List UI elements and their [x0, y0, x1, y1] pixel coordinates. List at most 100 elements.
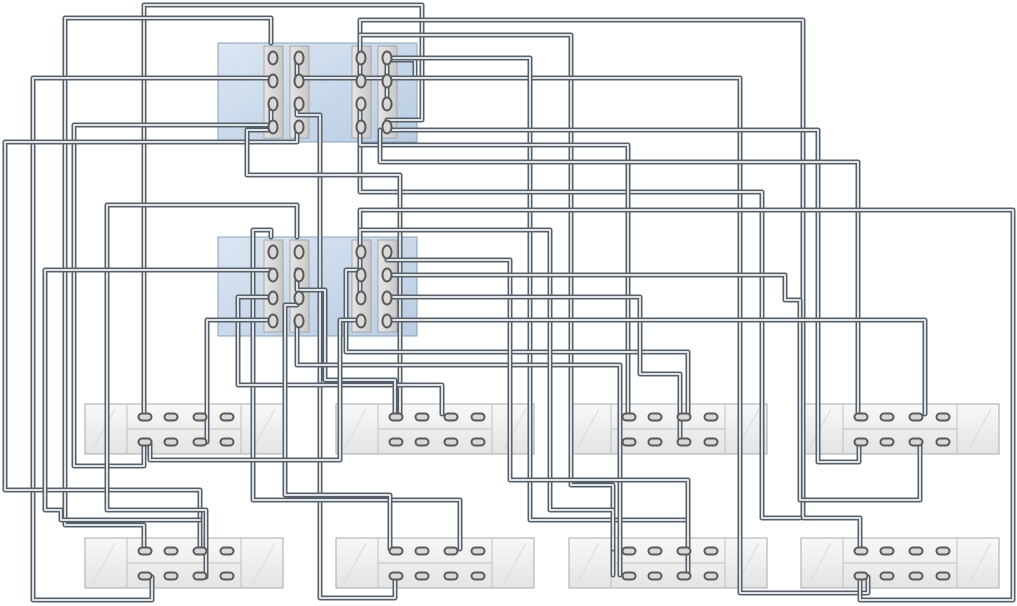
port-2 [267, 73, 279, 89]
port-3 [267, 96, 279, 112]
cable-20 [235, 294, 445, 417]
disk-shelf-1 [84, 403, 284, 455]
cable-11 [357, 99, 803, 521]
port-11 [355, 96, 367, 112]
cable-14 [357, 127, 631, 417]
port-70 [163, 571, 179, 581]
port-38 [163, 437, 179, 447]
port-45 [388, 437, 404, 447]
port-96 [935, 571, 951, 581]
port-65 [137, 546, 153, 556]
port-5 [293, 50, 305, 66]
port-28 [355, 313, 367, 329]
port-7 [293, 96, 305, 112]
port-32 [381, 313, 393, 329]
cable-29 [384, 272, 923, 503]
port-87 [676, 571, 692, 581]
cable-16 [244, 127, 403, 417]
port-19 [267, 290, 279, 306]
port-55 [676, 437, 692, 447]
port-9 [355, 50, 367, 66]
cable-12 [294, 97, 398, 601]
port-53 [621, 437, 637, 447]
port-35 [192, 412, 208, 422]
port-20 [267, 313, 279, 329]
cable-21 [204, 317, 274, 445]
port-57 [853, 412, 869, 422]
port-56 [703, 437, 719, 447]
port-74 [414, 546, 430, 556]
cable-22 [294, 267, 398, 417]
cable-32 [147, 317, 363, 463]
port-85 [621, 571, 637, 581]
port-51 [676, 412, 692, 422]
cable-19 [42, 267, 274, 523]
port-59 [908, 412, 924, 422]
cable-24 [294, 317, 623, 578]
port-75 [443, 546, 459, 556]
port-66 [163, 546, 179, 556]
port-34 [163, 412, 179, 422]
port-91 [908, 546, 924, 556]
port-60 [935, 412, 951, 422]
port-41 [388, 412, 404, 422]
disk-shelf-6 [335, 537, 535, 589]
port-86 [647, 571, 663, 581]
port-88 [703, 571, 719, 581]
port-69 [137, 571, 153, 581]
port-46 [414, 437, 430, 447]
cable-13 [2, 127, 300, 552]
port-93 [853, 571, 869, 581]
port-13 [381, 50, 393, 66]
cable-17 [104, 202, 300, 580]
port-31 [381, 290, 393, 306]
hba-2a [263, 239, 284, 333]
cable-28 [384, 257, 691, 580]
port-52 [703, 412, 719, 422]
port-23 [293, 290, 305, 306]
cable-10 [384, 127, 862, 465]
port-73 [388, 546, 404, 556]
ports [137, 50, 951, 581]
port-76 [470, 546, 486, 556]
disk-shelf-8 [800, 537, 1000, 589]
disk-shelf-7 [568, 537, 768, 589]
cable-8 [384, 75, 871, 596]
port-42 [414, 412, 430, 422]
port-90 [879, 546, 895, 556]
port-30 [381, 267, 393, 283]
port-29 [381, 244, 393, 260]
cable-15 [377, 127, 861, 417]
port-94 [879, 571, 895, 581]
port-83 [676, 546, 692, 556]
port-10 [355, 73, 367, 89]
port-17 [267, 244, 279, 260]
cable-25 [357, 207, 1016, 603]
port-4 [267, 119, 279, 135]
cable-18 [250, 227, 463, 552]
port-80 [470, 571, 486, 581]
port-14 [381, 73, 393, 89]
port-67 [192, 546, 208, 556]
port-50 [647, 412, 663, 422]
port-26 [355, 267, 367, 283]
port-82 [647, 546, 663, 556]
port-8 [293, 119, 305, 135]
port-18 [267, 267, 279, 283]
port-24 [293, 313, 305, 329]
port-89 [853, 546, 869, 556]
port-12 [355, 119, 367, 135]
port-71 [192, 571, 208, 581]
disk-shelf-2 [335, 403, 535, 455]
port-16 [381, 119, 393, 135]
port-15 [381, 96, 393, 112]
port-1 [267, 50, 279, 66]
port-72 [219, 571, 235, 581]
port-39 [192, 437, 208, 447]
port-79 [443, 571, 459, 581]
port-44 [470, 412, 486, 422]
cable-27 [357, 227, 616, 552]
port-64 [935, 437, 951, 447]
port-33 [137, 412, 153, 422]
